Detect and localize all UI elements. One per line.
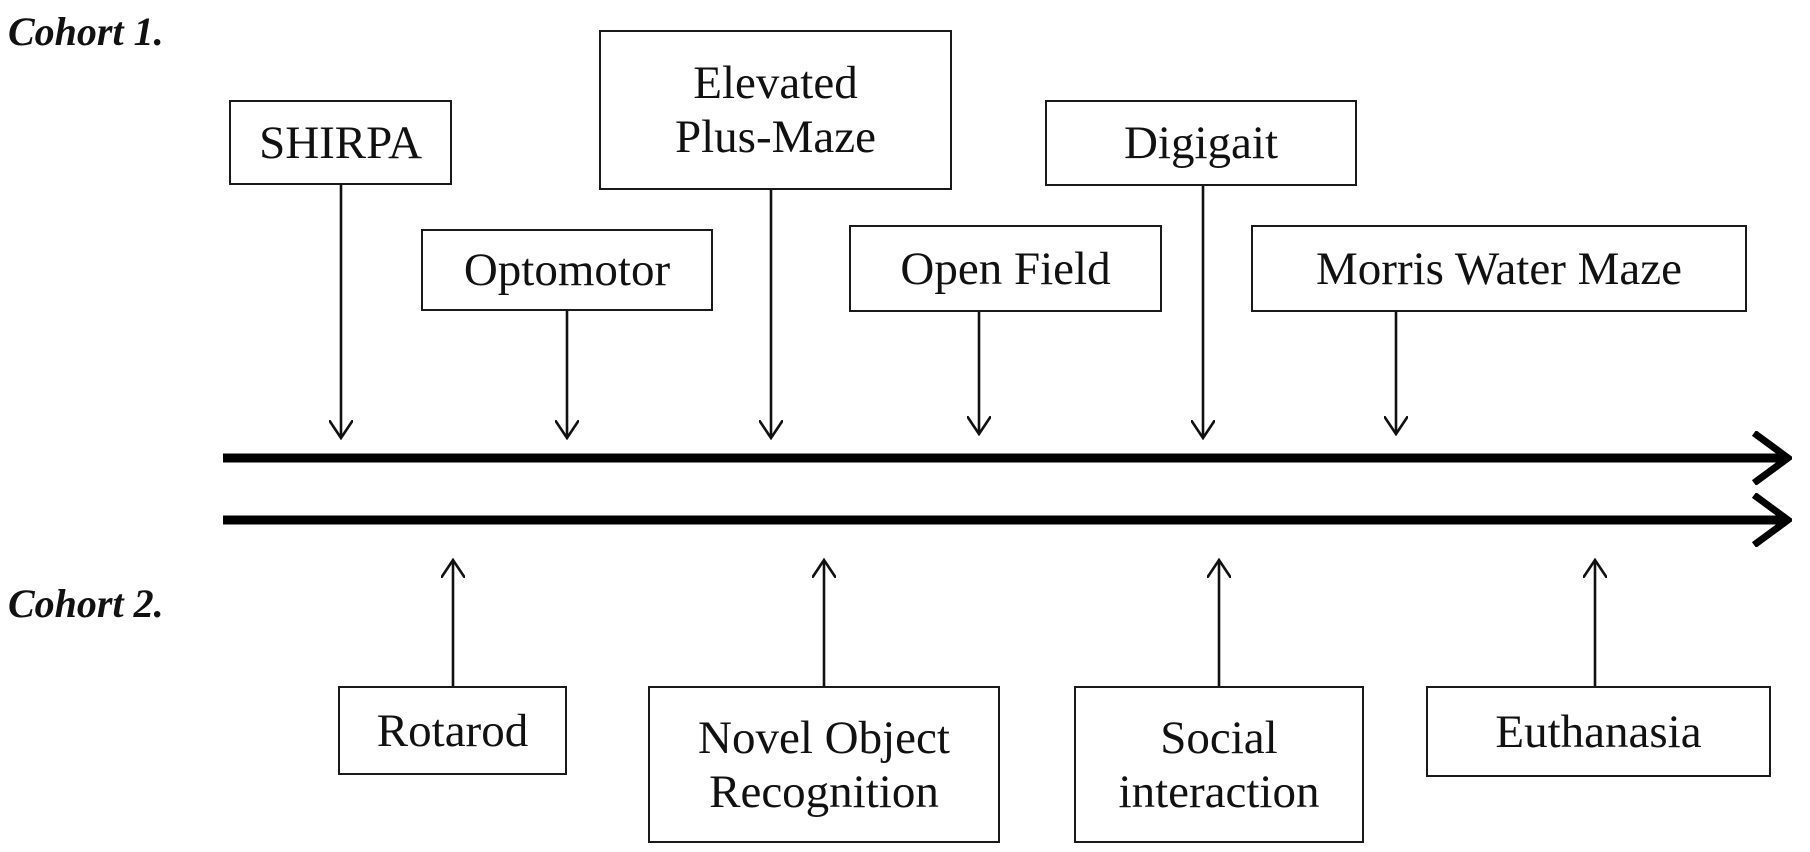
social-interaction-label: Social interaction xyxy=(1118,711,1320,818)
open-field-label: Open Field xyxy=(900,242,1111,295)
cohort-1-label: Cohort 1. xyxy=(8,9,164,54)
rotarod-box: Rotarod xyxy=(338,686,567,775)
social-interaction-box: Social interaction xyxy=(1074,686,1364,843)
morris-water-maze-label: Morris Water Maze xyxy=(1316,242,1682,295)
euthanasia-label: Euthanasia xyxy=(1495,705,1702,758)
novel-object-recognition-box: Novel Object Recognition xyxy=(648,686,1000,843)
rotarod-label: Rotarod xyxy=(376,704,529,757)
novel-object-recognition-label: Novel Object Recognition xyxy=(698,711,950,818)
morris-water-maze-box: Morris Water Maze xyxy=(1251,225,1747,312)
shirpa-label: SHIRPA xyxy=(259,116,422,169)
euthanasia-box: Euthanasia xyxy=(1426,686,1771,777)
digigait-label: Digigait xyxy=(1123,117,1279,169)
optomotor-label: Optomotor xyxy=(463,244,671,296)
shirpa-box: SHIRPA xyxy=(229,100,452,185)
open-field-box: Open Field xyxy=(849,225,1162,312)
digigait-box: Digigait xyxy=(1045,100,1357,186)
elevated-plus-maze-label: Elevated Plus-Maze xyxy=(674,57,876,163)
optomotor-box: Optomotor xyxy=(421,229,713,311)
elevated-plus-maze-box: Elevated Plus-Maze xyxy=(599,30,952,190)
cohort-2-label: Cohort 2. xyxy=(8,581,164,626)
